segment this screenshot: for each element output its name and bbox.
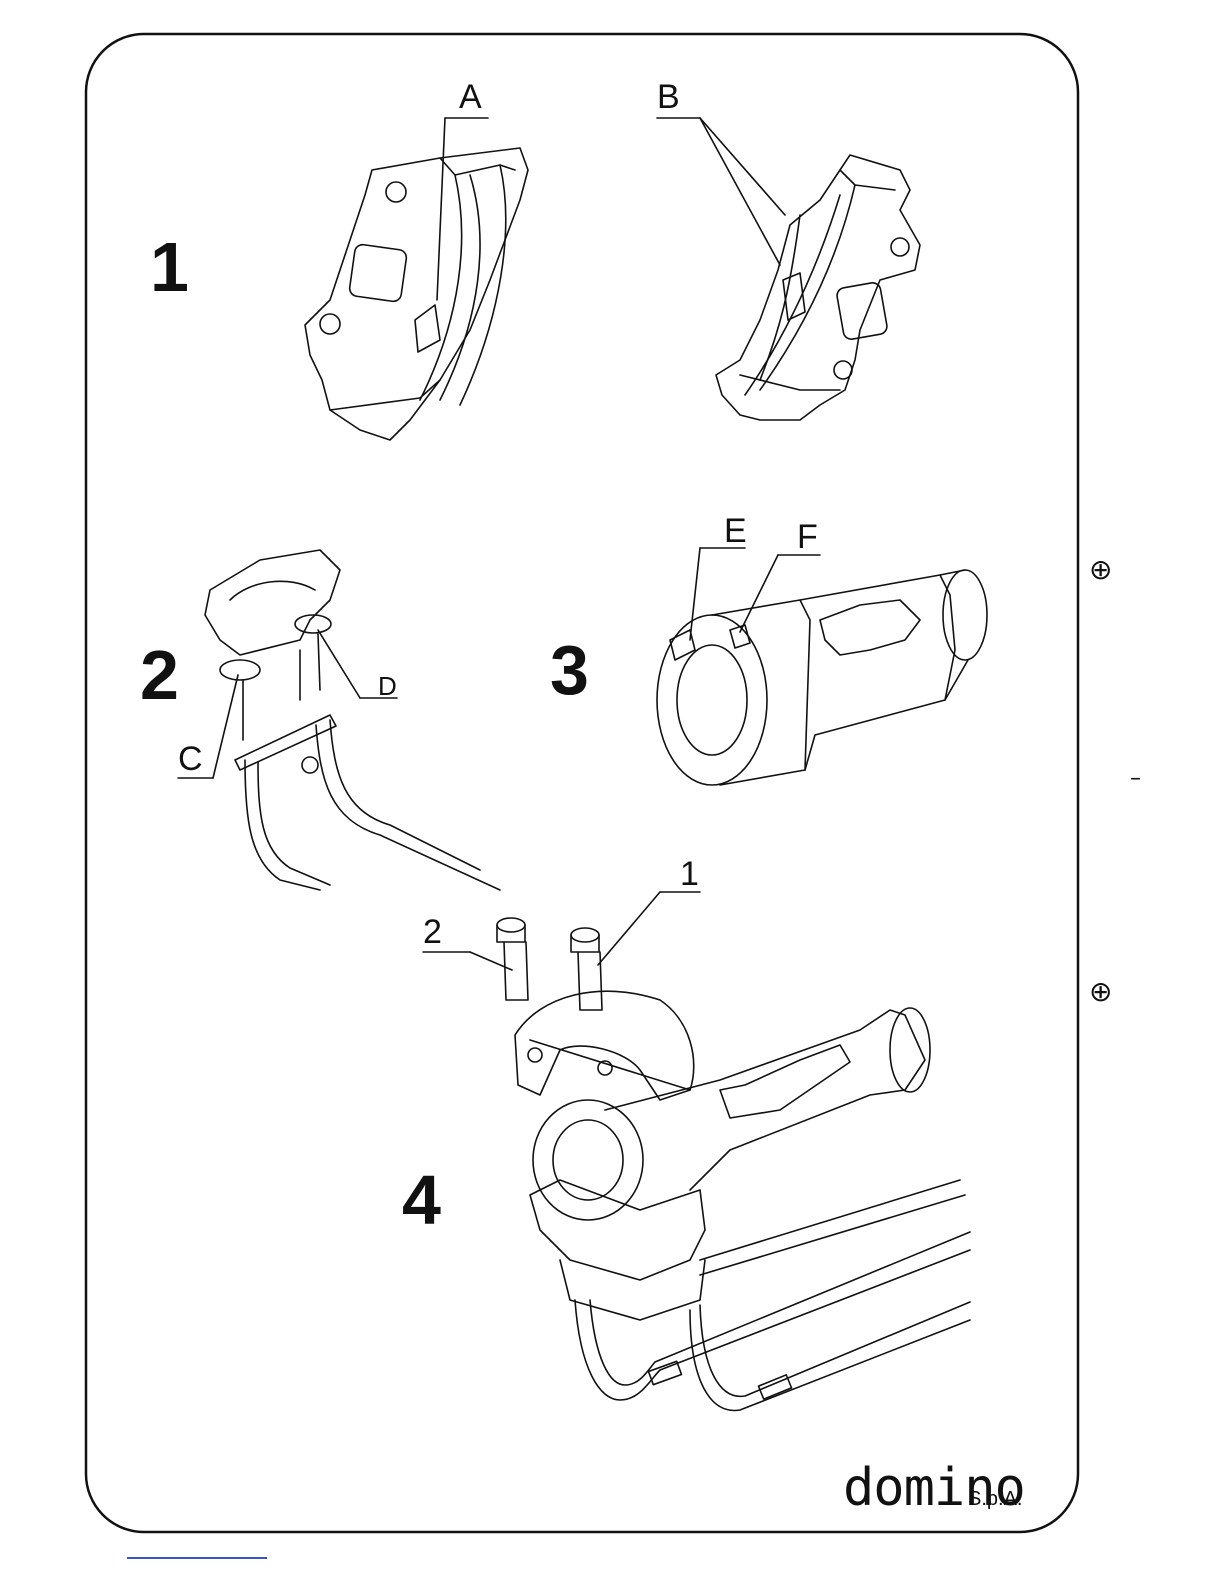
- footer-rule: [127, 1557, 267, 1559]
- callout-f: F: [797, 520, 818, 554]
- clamp-with-cables: [205, 550, 500, 890]
- leader-part1-diag: [598, 892, 660, 965]
- screw-1: [571, 928, 602, 1010]
- callout-part-1: 1: [680, 857, 699, 891]
- leader-f-diag: [740, 555, 778, 632]
- leader-part2-diag: [470, 952, 512, 970]
- clamp-half-shell-left: [305, 148, 528, 440]
- leader-c-diag: [213, 675, 238, 778]
- callout-b: B: [657, 80, 680, 114]
- step-number-1: 1: [150, 232, 189, 302]
- leader-b-diag2: [700, 118, 780, 265]
- leader-e-diag: [690, 548, 700, 640]
- leader-a-diag: [437, 118, 445, 300]
- registration-plus-bottom-icon: ⊕: [1089, 978, 1112, 1006]
- throttle-assembly: [530, 1008, 970, 1410]
- screw-2: [497, 918, 528, 1000]
- clamp-half-shell-right: [716, 155, 920, 420]
- leader-b-diag1: [700, 118, 785, 215]
- registration-minus-icon: –: [1130, 768, 1141, 790]
- clamp-top-cover: [515, 991, 694, 1100]
- registration-plus-top-icon: ⊕: [1089, 556, 1112, 584]
- sheet-frame: [86, 34, 1078, 1532]
- callout-c: C: [178, 742, 203, 776]
- leader-d-diag: [318, 630, 360, 698]
- brand-suffix: S.p.A.: [968, 1488, 1022, 1511]
- callout-a: A: [459, 80, 482, 114]
- throttle-grip: [657, 570, 987, 785]
- step-number-4: 4: [402, 1165, 441, 1235]
- callout-e: E: [724, 514, 747, 548]
- step-number-3: 3: [550, 635, 589, 705]
- callout-part-2: 2: [423, 915, 442, 949]
- step-number-2: 2: [140, 640, 179, 710]
- callout-d: D: [378, 673, 397, 699]
